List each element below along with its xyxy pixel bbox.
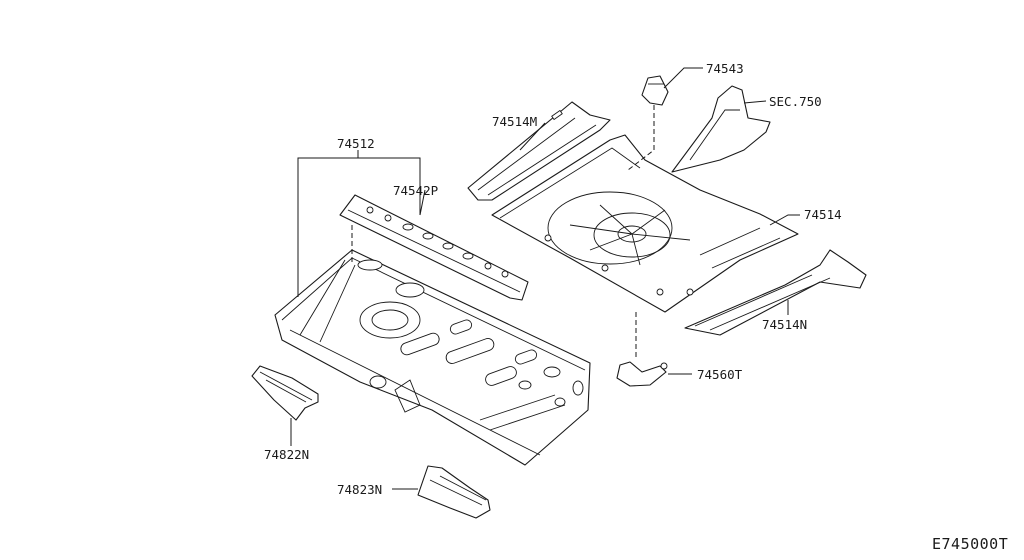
side-member-74514M[interactable] <box>467 101 611 201</box>
bracket-74543[interactable] <box>641 75 669 106</box>
part-labels: 74512 74542P 74514M 74543 SEC.750 74514 … <box>264 61 842 497</box>
side-member-74514N[interactable] <box>684 249 867 336</box>
label-74512: 74512 <box>337 136 375 151</box>
label-74514N: 74514N <box>762 317 807 332</box>
label-74514: 74514 <box>804 207 842 222</box>
diagram-code: E745000T <box>932 535 1008 553</box>
rear-floor-74514[interactable] <box>491 134 799 313</box>
label-74822N: 74822N <box>264 447 309 462</box>
sec750-part[interactable] <box>671 85 771 173</box>
extension-74822N[interactable] <box>251 365 319 421</box>
label-sec750: SEC.750 <box>769 94 822 109</box>
label-74560T: 74560T <box>697 367 743 382</box>
label-74514M: 74514M <box>492 114 537 129</box>
label-74823N: 74823N <box>337 482 382 497</box>
label-74542P: 74542P <box>393 183 438 198</box>
extension-74823N[interactable] <box>417 465 491 519</box>
crossmember-74542P[interactable] <box>339 194 529 301</box>
label-74543: 74543 <box>706 61 744 76</box>
bracket-74560T[interactable] <box>616 361 668 387</box>
rear-floor-panel-74512[interactable] <box>274 249 591 466</box>
leader-lines <box>290 67 800 490</box>
